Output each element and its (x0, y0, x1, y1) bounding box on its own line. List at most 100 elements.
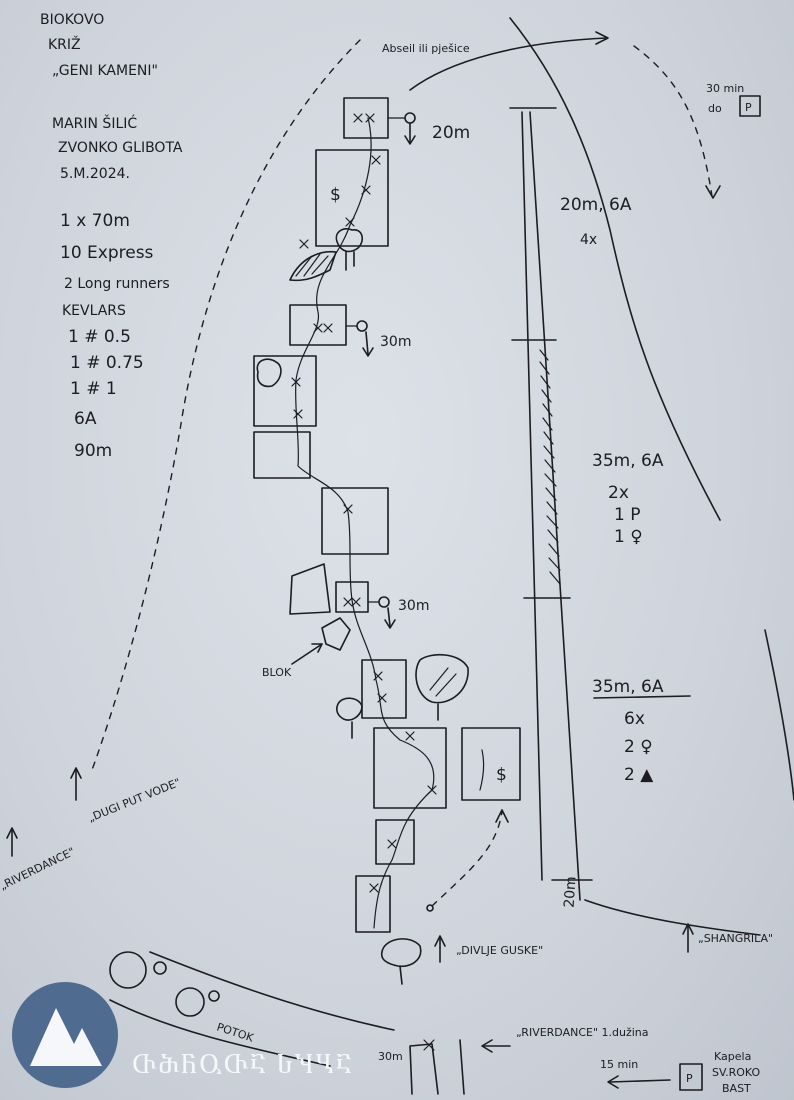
area-name: BIOKOVO (40, 12, 104, 28)
bottom-approach-time: 15 min (600, 1058, 638, 1071)
anchor-top-label: 20m (432, 123, 470, 143)
start-marker (426, 904, 434, 912)
rock-block (373, 727, 447, 809)
pitch-2-detail: 1 ♀ (614, 527, 643, 547)
blok-arrow-head (311, 643, 323, 653)
ridge-line-left (91, 39, 361, 771)
tree-icon (335, 228, 364, 271)
rock-block (315, 149, 389, 247)
pitch-3-detail: 6x (624, 709, 645, 729)
pitch-3-info: 35m, 6A 6x 2 ♀ 2 ▲ (592, 677, 691, 785)
route-dugi-put-vode: „DUGI PUT VODE" (70, 767, 182, 825)
descent-arrow: Abseil ili pješice (382, 31, 609, 91)
anchor-bottom: 30m (378, 1039, 465, 1095)
crack-symbol: $ (496, 765, 507, 785)
top-approach-time: 30 min (706, 82, 744, 95)
mountain-logo-icon (30, 1008, 102, 1066)
rock-block (461, 727, 521, 801)
base-line (584, 899, 761, 936)
route-blocks (253, 97, 521, 933)
anchor-middle-label: 30m (380, 334, 411, 350)
chapel-name: SV.ROKO (712, 1066, 760, 1079)
slab-feature (289, 250, 337, 282)
trail-arrow-head (705, 185, 721, 199)
crack-symbol: $ (330, 185, 341, 205)
gear-item: 90m (74, 441, 112, 461)
gear-item: 6A (74, 409, 97, 429)
pitch-3-detail: 2 ♀ (624, 737, 653, 757)
route-name: „GENI KAMENI" (52, 63, 158, 79)
gear-item: 1 x 70m (60, 211, 130, 231)
rock-block (289, 563, 331, 615)
parking-icon-top (739, 95, 761, 117)
blok-boulder (321, 617, 351, 651)
rock-block (355, 875, 391, 933)
gear-item: KEVLARS (62, 303, 126, 319)
approach-trail (431, 811, 503, 907)
pitch-1-detail: 4x (580, 232, 597, 248)
parking-symbol-bottom: P (686, 1072, 693, 1085)
creek: POTOK (109, 951, 395, 1067)
gear-item: 1 # 0.75 (70, 353, 144, 373)
sector-name: KRIŽ (48, 35, 81, 53)
blok-arrow (291, 643, 323, 665)
pitch-1-info: 20m, 6A 4x (560, 195, 632, 248)
descent-label: Abseil ili pješice (382, 42, 470, 55)
riverdance-bottom-label: „RIVERDANCE" 1.dužina (516, 1026, 649, 1039)
parking-icon-bottom (679, 1063, 703, 1091)
tree-icon (415, 653, 469, 721)
logo-badge (12, 982, 118, 1088)
chapel-name: Kapela (714, 1050, 751, 1063)
pitch-2-info: 35m, 6A 2x 1 P 1 ♀ (592, 451, 664, 547)
ridge-line-right (509, 17, 721, 521)
rock-block (253, 355, 317, 427)
anchor-lower: 30m (367, 596, 429, 629)
gear-item: 10 Express (60, 243, 154, 263)
route-date: 5.M.2024. (60, 166, 130, 182)
gear-list: 1 x 70m 10 Express 2 Long runners KEVLAR… (60, 211, 170, 461)
tree-icon (256, 358, 282, 388)
rock-block (289, 304, 347, 346)
divlje-guske-label: „DIVLJE GUSKE" (456, 944, 543, 957)
gear-item: 2 Long runners (64, 276, 170, 292)
slab-hatch (295, 253, 329, 277)
pitch-2-detail: 1 P (614, 505, 640, 525)
rock-block (375, 819, 415, 865)
shangrila-label: „SHANGRILA" (698, 932, 773, 945)
crack-line (479, 749, 485, 791)
pitch-length-bar: 20m (509, 107, 593, 908)
pitch-3-length: 35m, 6A (592, 677, 664, 697)
potok-label: POTOK (215, 1020, 256, 1044)
chapel-name: BAST (722, 1082, 751, 1095)
pitch-2-detail: 2x (608, 483, 629, 503)
gear-item: 1 # 1 (70, 379, 117, 399)
author-2: ZVONKO GLIBOTA (58, 140, 183, 156)
rock-block (253, 431, 311, 479)
top-approach-do: do (708, 102, 722, 115)
tree-icon (336, 697, 363, 739)
total-height-label: 20m (561, 876, 579, 908)
tree-icon (380, 938, 422, 985)
anchor-lower-label: 30m (398, 598, 429, 614)
dugi-put-vode-label: „DUGI PUT VODE" (86, 776, 182, 825)
anchor-bottom-label: 30m (378, 1050, 403, 1063)
rock-block (335, 581, 369, 613)
route-divlje-guske: „DIVLJE GUSKE" (434, 935, 543, 963)
route-shangrila: „SHANGRILA" (682, 923, 773, 953)
header-block: BIOKOVO KRIŽ „GENI KAMENI" MARIN ŠILIĆ Z… (40, 12, 183, 182)
top-approach-trail (633, 45, 713, 197)
anchor-top: 20m (387, 112, 470, 145)
pitch-1-length: 20m, 6A (560, 195, 632, 215)
route-riverdance-left: „RIVERDANCE" (0, 827, 77, 893)
approach-trail-head (495, 809, 509, 823)
rock-block (321, 487, 389, 555)
chapel-approach: 15 min P Kapela SV.ROKO BAST (600, 1050, 760, 1095)
ridge-line-far-right (764, 629, 794, 801)
riverdance-bottom-arrow-head (481, 1039, 493, 1053)
gear-item: 1 # 0.5 (68, 327, 131, 347)
bolts (291, 113, 437, 893)
rock-block (343, 97, 389, 139)
rock-block (361, 659, 407, 719)
